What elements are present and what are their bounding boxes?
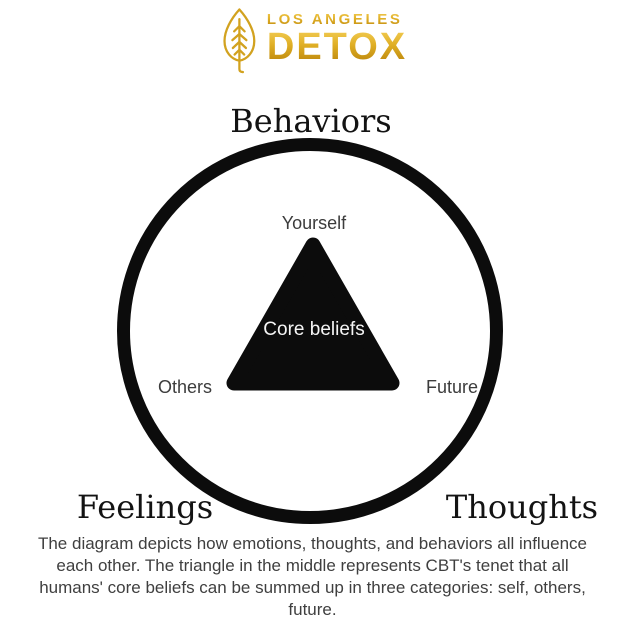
- logo: LOS ANGELES DETOX: [218, 6, 407, 76]
- circle-label-feelings: Feelings: [76, 488, 214, 526]
- triangle-label-yourself: Yourself: [281, 213, 347, 233]
- leaf-icon: [222, 8, 255, 74]
- caption-line: humans' core beliefs can be summed up in…: [39, 578, 586, 597]
- circle-label-thoughts: Thoughts: [445, 488, 599, 526]
- caption-line: each other. The triangle in the middle r…: [56, 556, 569, 575]
- triangle-center-label-core-beliefs: Core beliefs: [263, 319, 365, 340]
- brand-name-line2: DETOX: [266, 26, 408, 68]
- logo-wordmark: LOS ANGELES DETOX: [266, 6, 408, 68]
- circle-label-behaviors: Behaviors: [230, 102, 392, 140]
- caption-line: The diagram depicts how emotions, though…: [37, 534, 588, 553]
- triangle-label-future: Future: [425, 377, 479, 397]
- triangle-label-others: Others: [157, 377, 213, 397]
- brand-name-line1: LOS ANGELES: [267, 11, 407, 29]
- caption-text: The diagram depicts how emotions, though…: [13, 533, 613, 621]
- caption-line: future.: [288, 600, 337, 619]
